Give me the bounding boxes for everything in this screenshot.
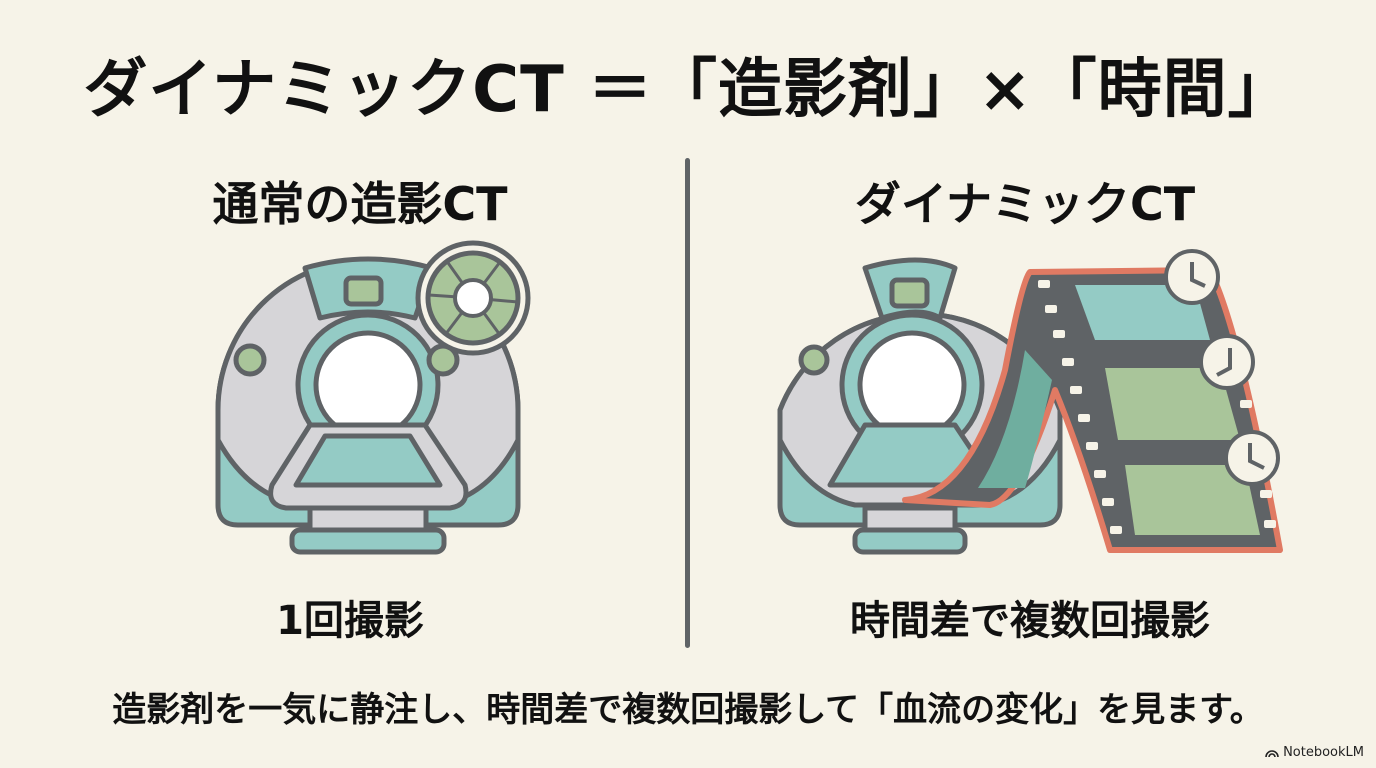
clock-icons — [1164, 249, 1280, 486]
slide-title: ダイナミックCT ＝「造影剤」×「時間」 — [83, 53, 1293, 127]
watermark: NotebookLM — [1265, 745, 1364, 760]
film-strip-icon — [902, 267, 1283, 553]
ct-scanner-icon — [215, 240, 531, 555]
ct-scanner-filmstrip-illustration — [770, 240, 1290, 560]
column-divider — [685, 158, 690, 648]
summary-text: 造影剤を一気に静注し、時間差で複数回撮影して「血流の変化」を見ます。 — [112, 690, 1264, 730]
watermark-label: NotebookLM — [1283, 745, 1364, 760]
right-heading: ダイナミックCT — [854, 177, 1196, 231]
left-caption: 1回撮影 — [276, 598, 424, 644]
ct-scanner-shutter-illustration — [200, 240, 540, 560]
ct-scanner-film-icon — [777, 249, 1283, 555]
right-caption: 時間差で複数回撮影 — [850, 598, 1210, 644]
notebooklm-logo-icon — [1265, 750, 1279, 758]
camera-shutter-icon — [415, 240, 531, 356]
left-heading: 通常の造影CT — [212, 177, 508, 231]
